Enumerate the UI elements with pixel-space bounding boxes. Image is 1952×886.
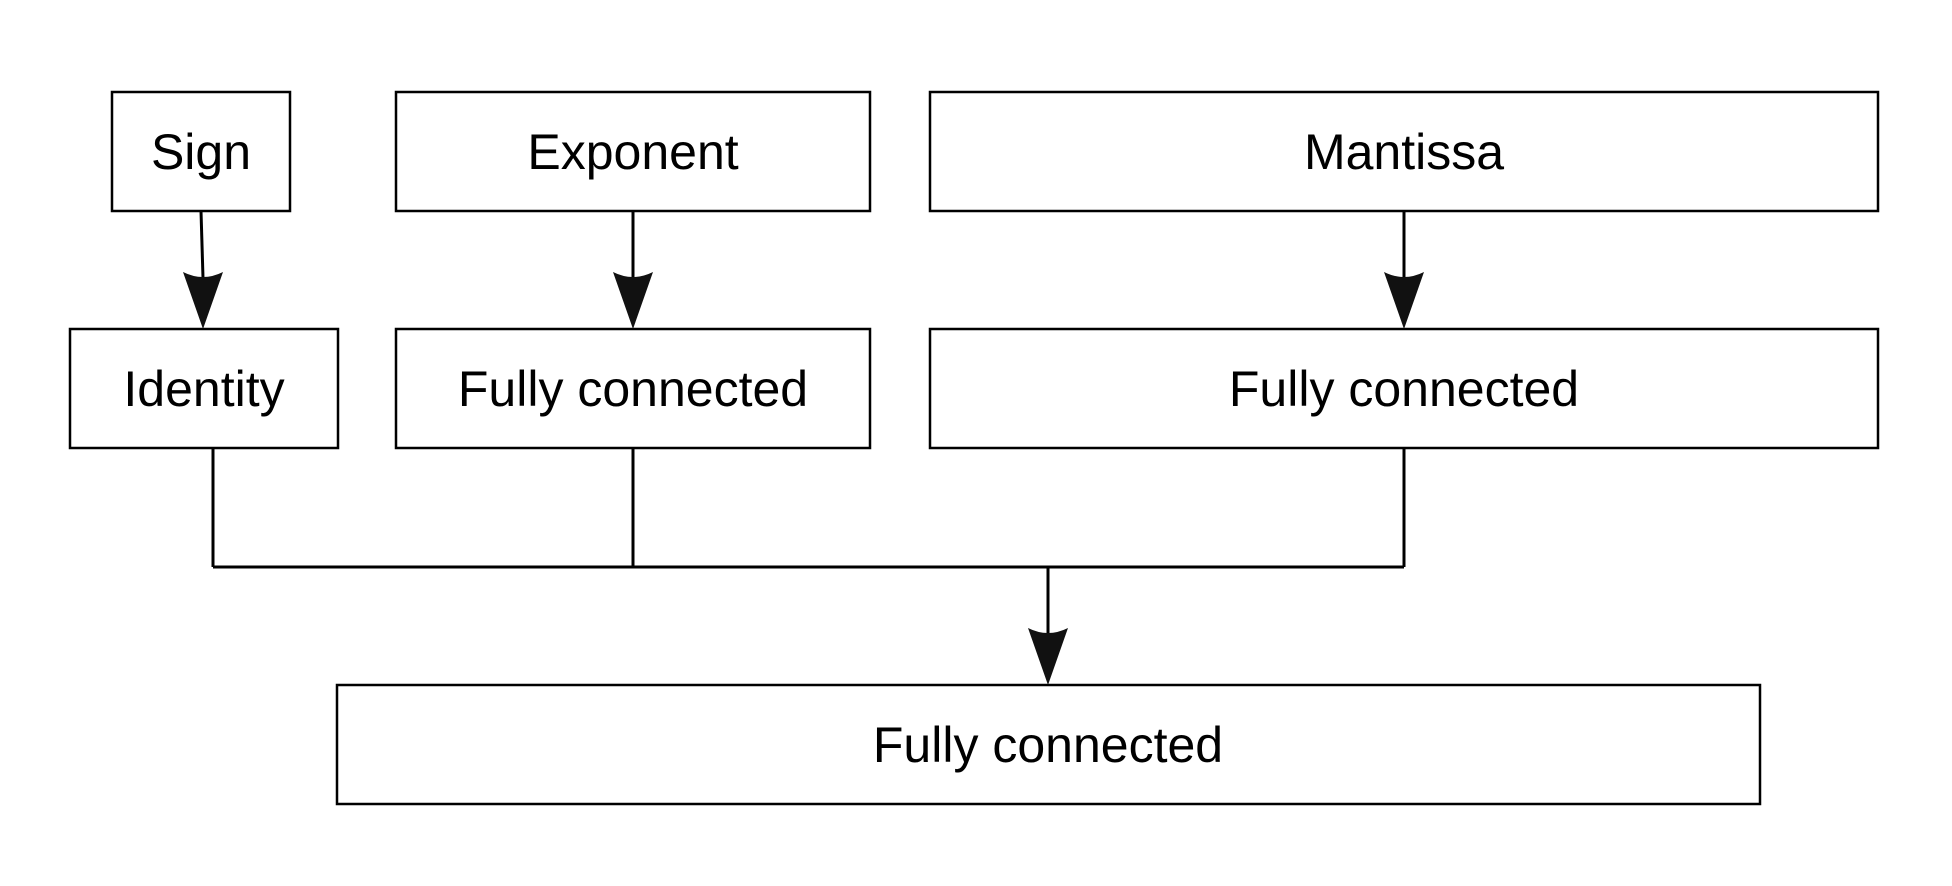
sign-node: Sign [110,90,292,213]
identity-label: Identity [123,361,284,417]
exponent-label: Exponent [527,124,738,180]
fc-mantissa-node: Fully connected [928,327,1880,450]
fc-exponent-node: Fully connected [394,327,872,450]
fc-exponent-label: Fully connected [458,361,808,417]
merge-connector [211,448,1406,569]
sign-label: Sign [151,124,251,180]
edge-sign-to-identity [183,210,223,329]
edge-exponent-to-fc [613,211,653,329]
identity-node: Identity [68,327,340,450]
exponent-node: Exponent [394,90,872,213]
mantissa-label: Mantissa [1304,124,1504,180]
fc-output-node: Fully connected [335,683,1762,806]
mantissa-node: Mantissa [928,90,1880,213]
edge-mantissa-to-fc [1384,211,1424,329]
edge-merge-to-output [1028,567,1068,685]
fc-mantissa-label: Fully connected [1229,361,1579,417]
fc-output-label: Fully connected [873,717,1223,773]
